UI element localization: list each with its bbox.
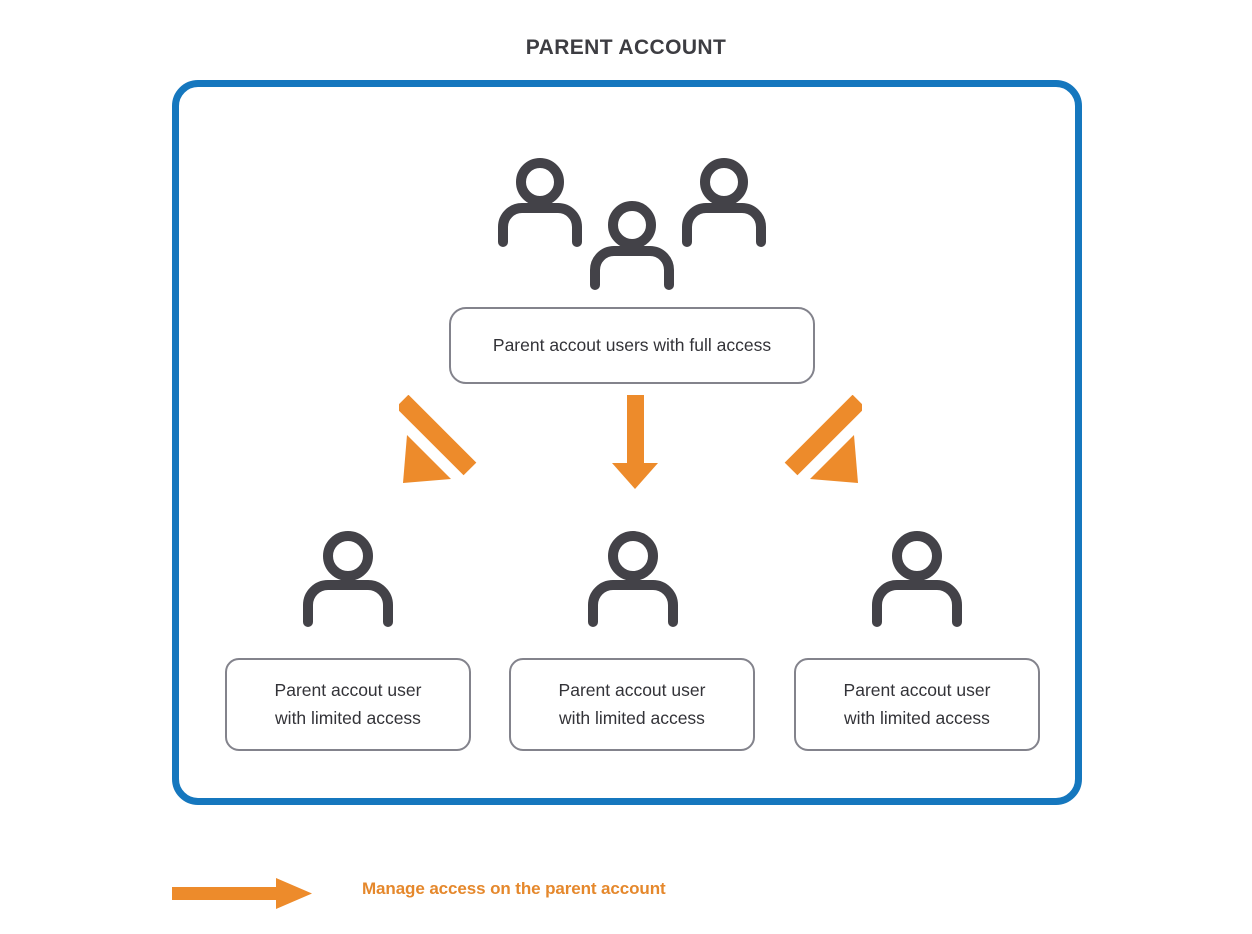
arrow-right-icon (172, 876, 317, 915)
page-title: PARENT ACCOUNT (525, 36, 727, 59)
arrow-down-right-icon (762, 394, 866, 495)
limited-access-label-box: Parent accout user with limited access (794, 658, 1040, 751)
arrow-down-left-icon (395, 394, 499, 495)
parent-account-container: Parent accout users with full access Par… (172, 80, 1082, 805)
limited-access-label-text: Parent accout user with limited access (844, 677, 991, 731)
user-icon (496, 155, 584, 247)
user-icon (680, 155, 768, 247)
limited-access-label-box: Parent accout user with limited access (225, 658, 471, 751)
label-line-1: Parent accout user (274, 680, 422, 701)
user-icon (300, 527, 396, 627)
limited-access-label-box: Parent accout user with limited access (509, 658, 755, 751)
arrow-down-icon (605, 395, 665, 496)
label-line-2: with limited access (844, 707, 990, 728)
user-icon (869, 527, 965, 627)
full-access-label-text: Parent accout users with full access (492, 334, 772, 355)
limited-access-label-text: Parent accout user with limited access (559, 677, 706, 731)
full-access-label-box: Parent accout users with full access (449, 307, 815, 384)
user-icon (588, 198, 676, 290)
three-users-icon (496, 155, 768, 290)
label-line-1: Parent accout user (558, 680, 706, 701)
limited-access-label-text: Parent accout user with limited access (275, 677, 422, 731)
label-line-1: Parent accout user (843, 680, 991, 701)
label-line-2: with limited access (275, 707, 421, 728)
legend-label: Manage access on the parent account (362, 879, 666, 898)
user-icon (585, 527, 681, 627)
legend: Manage access on the parent account (172, 870, 872, 916)
label-line-2: with limited access (559, 707, 705, 728)
